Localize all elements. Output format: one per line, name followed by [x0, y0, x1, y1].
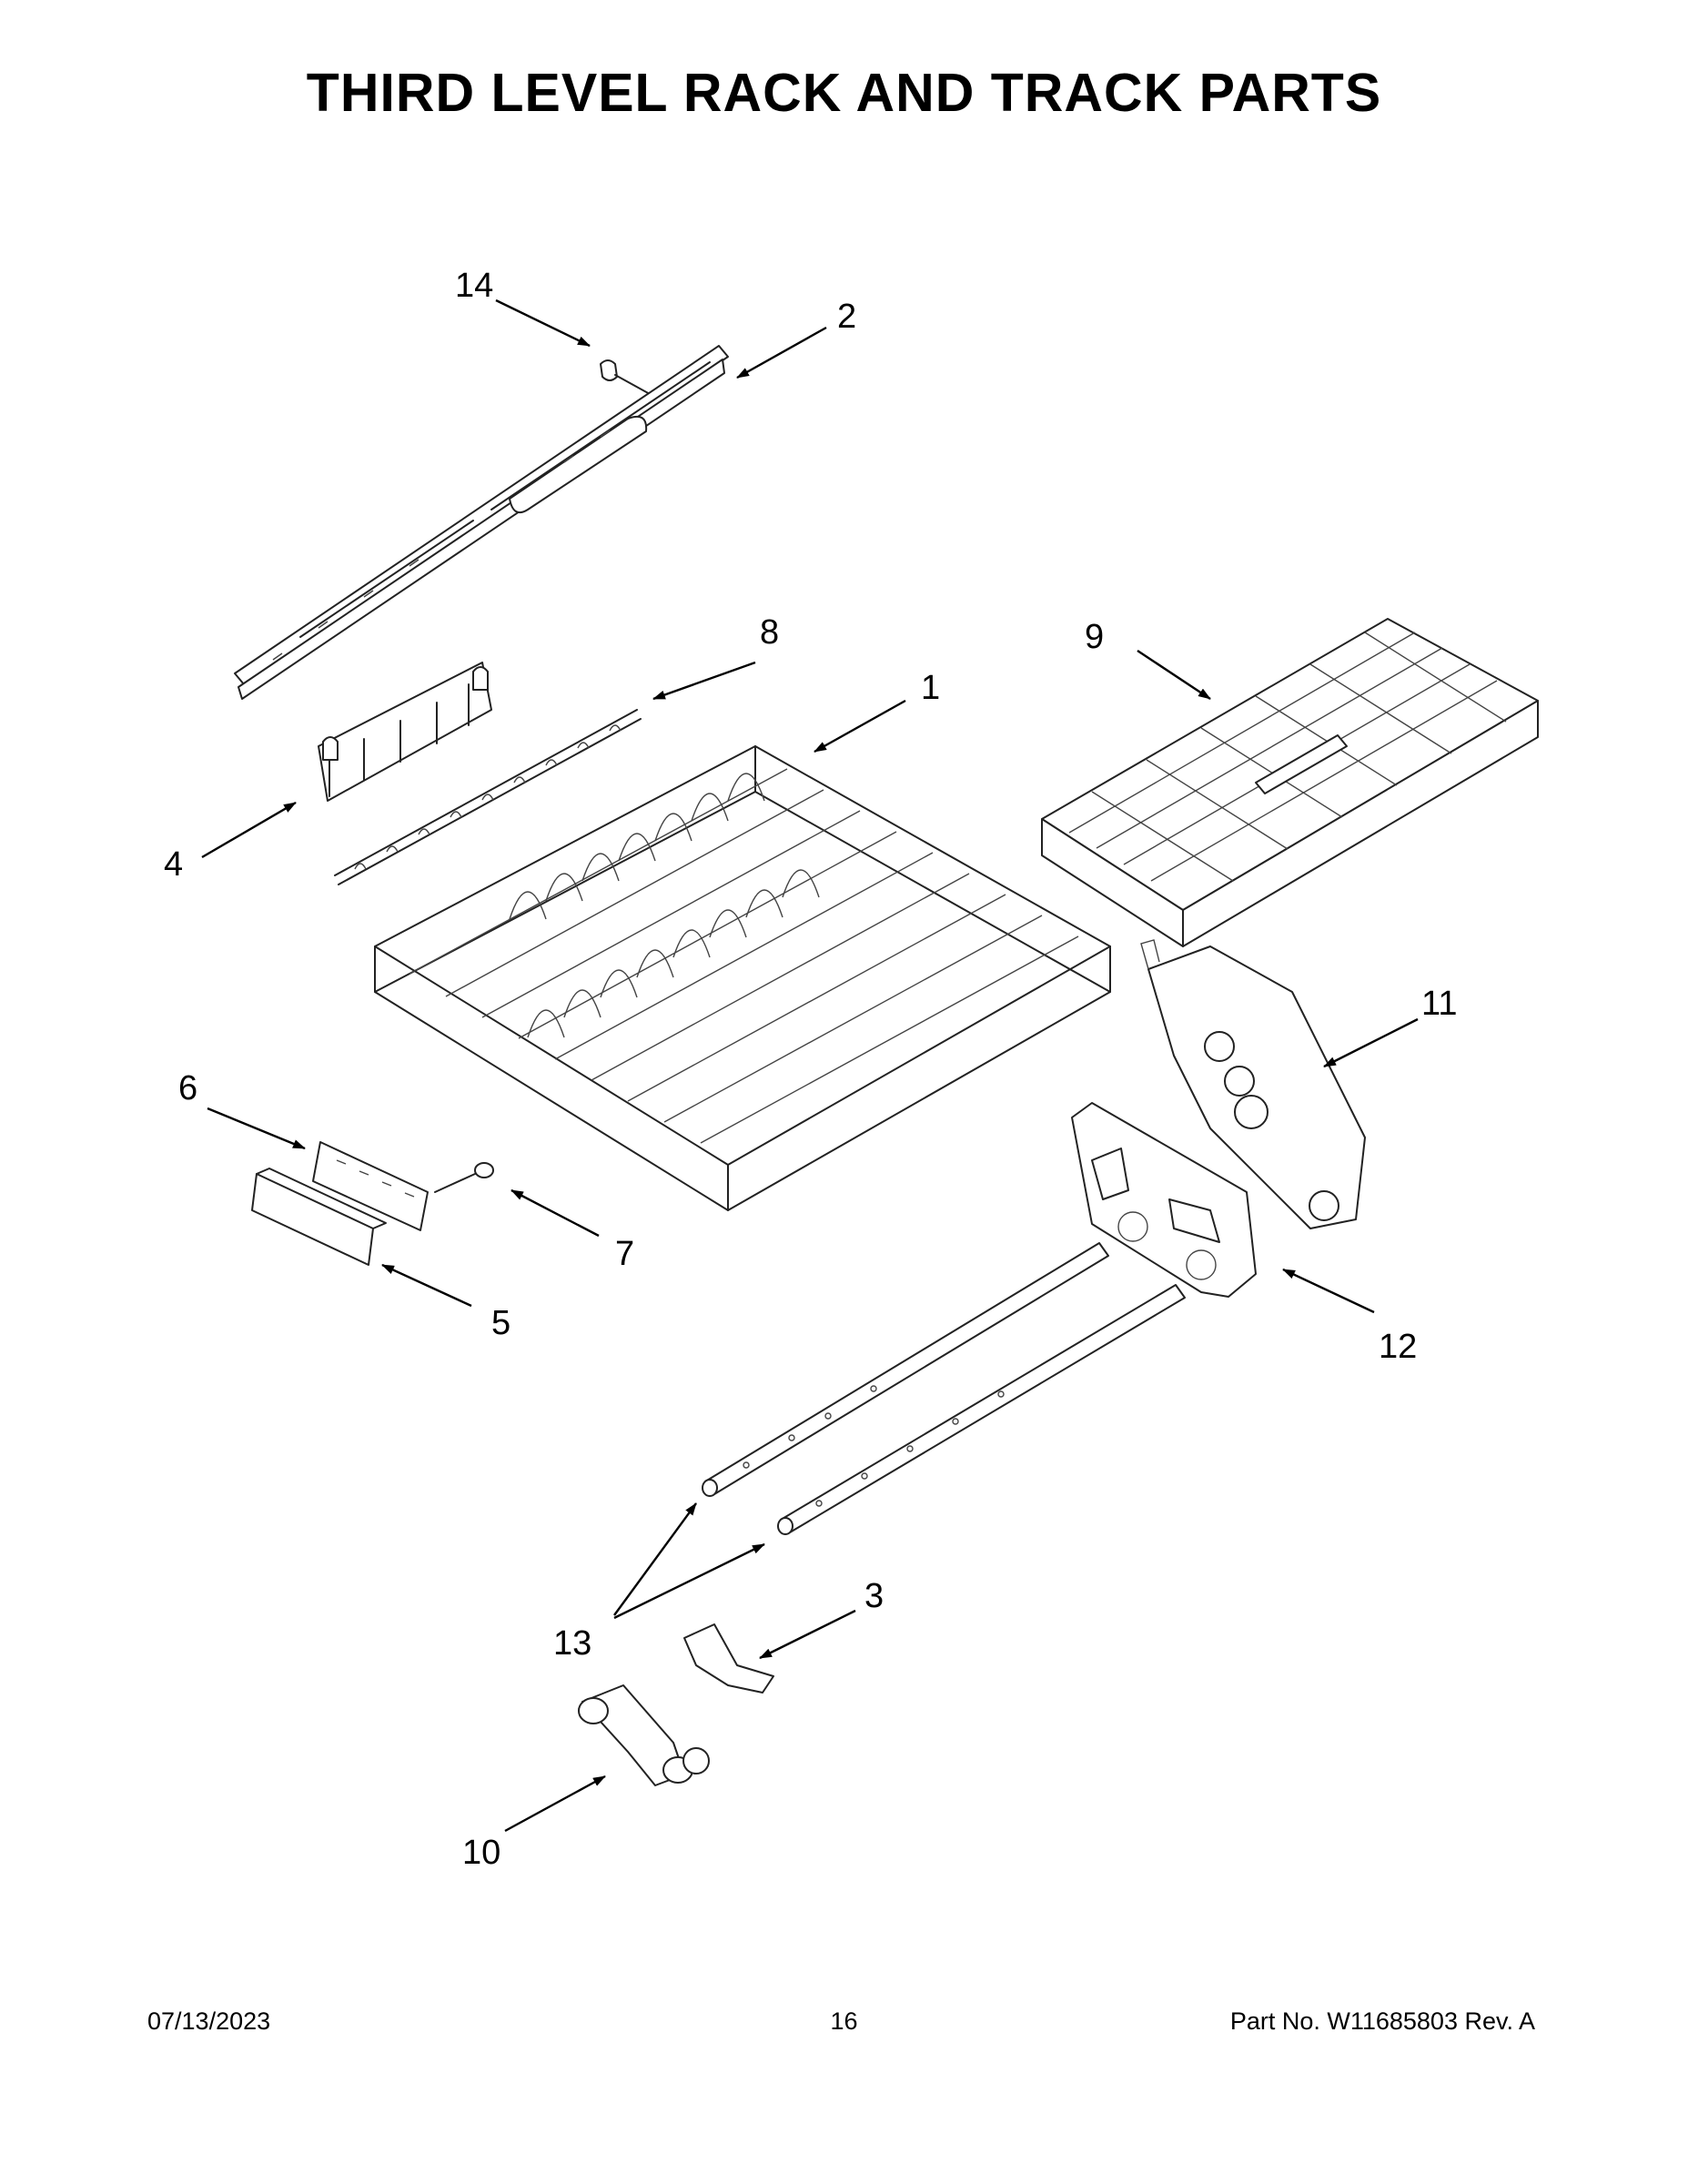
- footer-date: 07/13/2023: [147, 2007, 271, 2035]
- part-6-end-bracket: [312, 1141, 429, 1231]
- callout-9: 9: [1085, 618, 1104, 656]
- callout-10: 10: [462, 1834, 500, 1872]
- part-3-clip: [683, 1623, 774, 1694]
- leader-10: [504, 1774, 606, 1833]
- leader-5: [381, 1263, 472, 1308]
- leader-1: [814, 699, 906, 753]
- callout-3: 3: [864, 1577, 884, 1615]
- part-13-spray-tubes: [702, 1242, 1186, 1535]
- part-1-wire-rack: [374, 745, 1111, 1211]
- callout-8: 8: [760, 613, 779, 652]
- part-12-manifold: [1071, 1102, 1257, 1298]
- part-8-tine-row: [334, 709, 642, 885]
- part-11-gear-housing: [1140, 939, 1366, 1229]
- leader-13b: [613, 1542, 765, 1620]
- callout-1: 1: [921, 669, 940, 707]
- leader-12: [1282, 1268, 1375, 1314]
- callout-13: 13: [553, 1624, 591, 1663]
- callout-labels: 14 2 8 1 9 4 11 6 7 5 12 3 13 10: [164, 267, 1457, 1872]
- page-title: THIRD LEVEL RACK AND TRACK PARTS: [306, 63, 1382, 123]
- leader-lines: [201, 298, 1419, 1833]
- leader-3: [759, 1609, 856, 1660]
- callout-7: 7: [615, 1235, 634, 1273]
- leader-7: [510, 1188, 600, 1238]
- callout-11: 11: [1421, 985, 1457, 1023]
- callout-14: 14: [455, 267, 493, 305]
- part-2-track: [234, 345, 729, 700]
- leader-4: [201, 801, 297, 859]
- callout-12: 12: [1379, 1328, 1417, 1366]
- footer-part-number: Part No. W11685803 Rev. A: [1229, 2007, 1535, 2035]
- callout-6: 6: [178, 1069, 197, 1107]
- leader-9: [1137, 649, 1211, 701]
- part-7-screw: [434, 1162, 494, 1193]
- part-4-bracket: [318, 662, 492, 802]
- leader-2: [736, 326, 827, 379]
- callout-5: 5: [491, 1304, 510, 1342]
- part-5-end-cap: [251, 1168, 387, 1266]
- part-10-rollers: [578, 1684, 710, 1786]
- callout-2: 2: [837, 298, 856, 336]
- footer-page-number: 16: [830, 2007, 858, 2035]
- leader-14: [495, 298, 591, 348]
- leader-13a: [613, 1502, 697, 1616]
- part-9-cutlery-tray: [1041, 618, 1539, 947]
- leader-11: [1323, 1017, 1419, 1068]
- leader-6: [207, 1107, 306, 1150]
- leader-8: [652, 661, 756, 701]
- callout-4: 4: [164, 845, 183, 884]
